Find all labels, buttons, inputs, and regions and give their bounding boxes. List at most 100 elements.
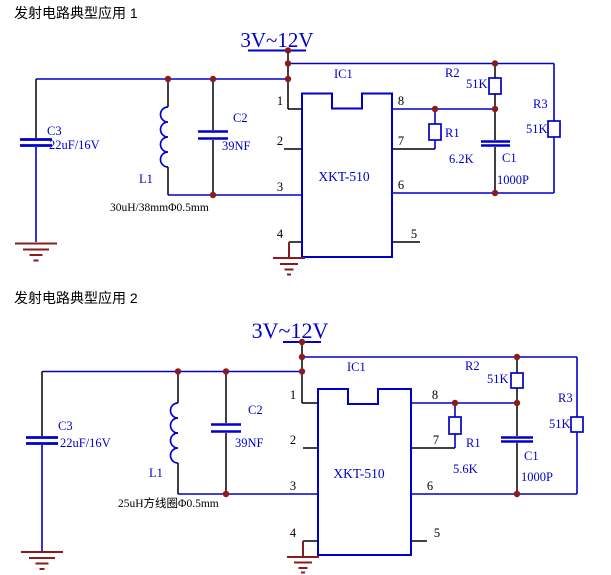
l1-ref-label: L1 — [149, 466, 163, 480]
junction-dot — [284, 47, 292, 54]
junction-dot — [222, 368, 230, 375]
inductor-l1 — [159, 79, 169, 195]
pin-label-7: 7 — [398, 134, 404, 148]
c2-ref-label: C2 — [248, 403, 263, 417]
power-label: 3V~12V — [240, 28, 313, 52]
capacitor-c3 — [26, 371, 58, 551]
junction-dot — [209, 75, 217, 83]
l1-value-label: 25uH方线圈Φ0.5mm — [118, 496, 219, 510]
pin-label-5: 5 — [434, 526, 440, 540]
pin-label-2: 2 — [290, 433, 296, 447]
resistor-body — [488, 77, 502, 95]
capacitor-c2 — [198, 79, 228, 195]
capacitor-c3 — [20, 79, 52, 242]
c3-value-label: 22uF/16V — [60, 436, 111, 450]
junction-dot — [209, 191, 217, 199]
junction-dot — [491, 60, 499, 67]
junction-dot — [298, 353, 306, 361]
r2-ref-label: R2 — [465, 359, 480, 373]
resistor-r1 — [448, 403, 462, 448]
circuit2-title: 发射电路典型应用 2 — [14, 290, 138, 306]
resistor-r2 — [510, 357, 524, 403]
c3-ref-label: C3 — [47, 124, 62, 138]
r2-value-label: 51K — [466, 77, 488, 91]
circuit-2: 发射电路典型应用 2 3V~12V — [14, 290, 584, 574]
r3-value-label: 51K — [526, 122, 548, 136]
junction-dot — [491, 189, 499, 197]
pin-label-7: 7 — [433, 433, 439, 447]
ic-ref-label: IC1 — [347, 360, 366, 374]
resistor-body — [510, 372, 524, 389]
junction-dot — [513, 490, 521, 498]
inductor-coil — [159, 106, 169, 168]
pin-label-6: 6 — [427, 479, 433, 493]
l1-ref-label: L1 — [139, 172, 153, 186]
r3-ref-label: R3 — [533, 97, 548, 111]
r1-ref-label: R1 — [466, 436, 481, 450]
junction-dot — [451, 399, 459, 407]
ic-outline — [317, 388, 412, 556]
ground-symbol — [273, 257, 305, 276]
c3-value-label: 22uF/16V — [49, 138, 100, 152]
pin-label-8: 8 — [398, 94, 404, 108]
c1-value-label: 1000P — [521, 470, 553, 484]
circuit-1: 发射电路典型应用 1 3V~12V — [14, 5, 561, 276]
pin-label-1: 1 — [277, 94, 283, 108]
resistor-body — [547, 120, 561, 138]
junction-dot — [513, 399, 521, 407]
inductor-l1 — [169, 371, 179, 494]
r2-ref-label: R2 — [445, 66, 460, 80]
power-label: 3V~12V — [252, 318, 329, 343]
pin-label-4: 4 — [277, 227, 284, 241]
junction-dot — [284, 75, 292, 83]
resistor-r3 — [570, 357, 584, 494]
c1-ref-label: C1 — [524, 449, 539, 463]
capacitor-c2 — [211, 371, 241, 494]
junction-dot — [222, 490, 230, 498]
junction-dot — [298, 368, 306, 375]
l1-value-label: 30uH/38mmΦ0.5mm — [110, 202, 209, 214]
ic-ref-label: IC1 — [334, 67, 353, 81]
r1-ref-label: R1 — [445, 126, 460, 140]
r2-value-label: 51K — [487, 372, 509, 386]
resistor-r1 — [428, 109, 442, 149]
r3-value-label: 51K — [549, 417, 571, 431]
ic-part-label: XKT-510 — [333, 466, 385, 481]
ic-outline — [301, 92, 393, 258]
junction-dot — [431, 105, 439, 113]
c3-ref-label: C3 — [58, 419, 73, 433]
resistor-r2 — [488, 63, 502, 109]
junction-dot — [174, 368, 182, 375]
c1-ref-label: C1 — [502, 151, 517, 165]
pin-label-3: 3 — [277, 180, 283, 194]
r1-value-label: 5.6K — [453, 462, 478, 476]
capacitor-c1 — [481, 109, 510, 193]
junction-dot — [513, 353, 521, 361]
pin-label-2: 2 — [277, 134, 283, 148]
junction-dot — [284, 60, 292, 67]
junction-dot — [298, 338, 306, 346]
pin-label-4: 4 — [290, 526, 297, 540]
resistor-r3 — [547, 63, 561, 193]
ic-part-label: XKT-510 — [318, 169, 370, 184]
r3-ref-label: R3 — [558, 391, 573, 405]
c2-value-label: 39NF — [222, 139, 251, 153]
ground-symbol — [15, 242, 57, 262]
resistor-body — [428, 123, 442, 141]
resistor-body — [570, 416, 584, 433]
inductor-coil — [169, 402, 179, 464]
c2-value-label: 39NF — [235, 436, 264, 450]
c2-ref-label: C2 — [233, 111, 248, 125]
ground-symbol — [287, 556, 319, 574]
capacitor-c1 — [501, 403, 533, 494]
junction-dot — [491, 105, 499, 113]
pin-label-1: 1 — [290, 388, 296, 402]
pin-label-3: 3 — [290, 479, 296, 493]
pin-label-8: 8 — [432, 388, 438, 402]
junction-dot — [164, 75, 172, 83]
pin-label-5: 5 — [411, 227, 417, 241]
r1-value-label: 6.2K — [449, 152, 474, 166]
c1-value-label: 1000P — [497, 173, 529, 187]
